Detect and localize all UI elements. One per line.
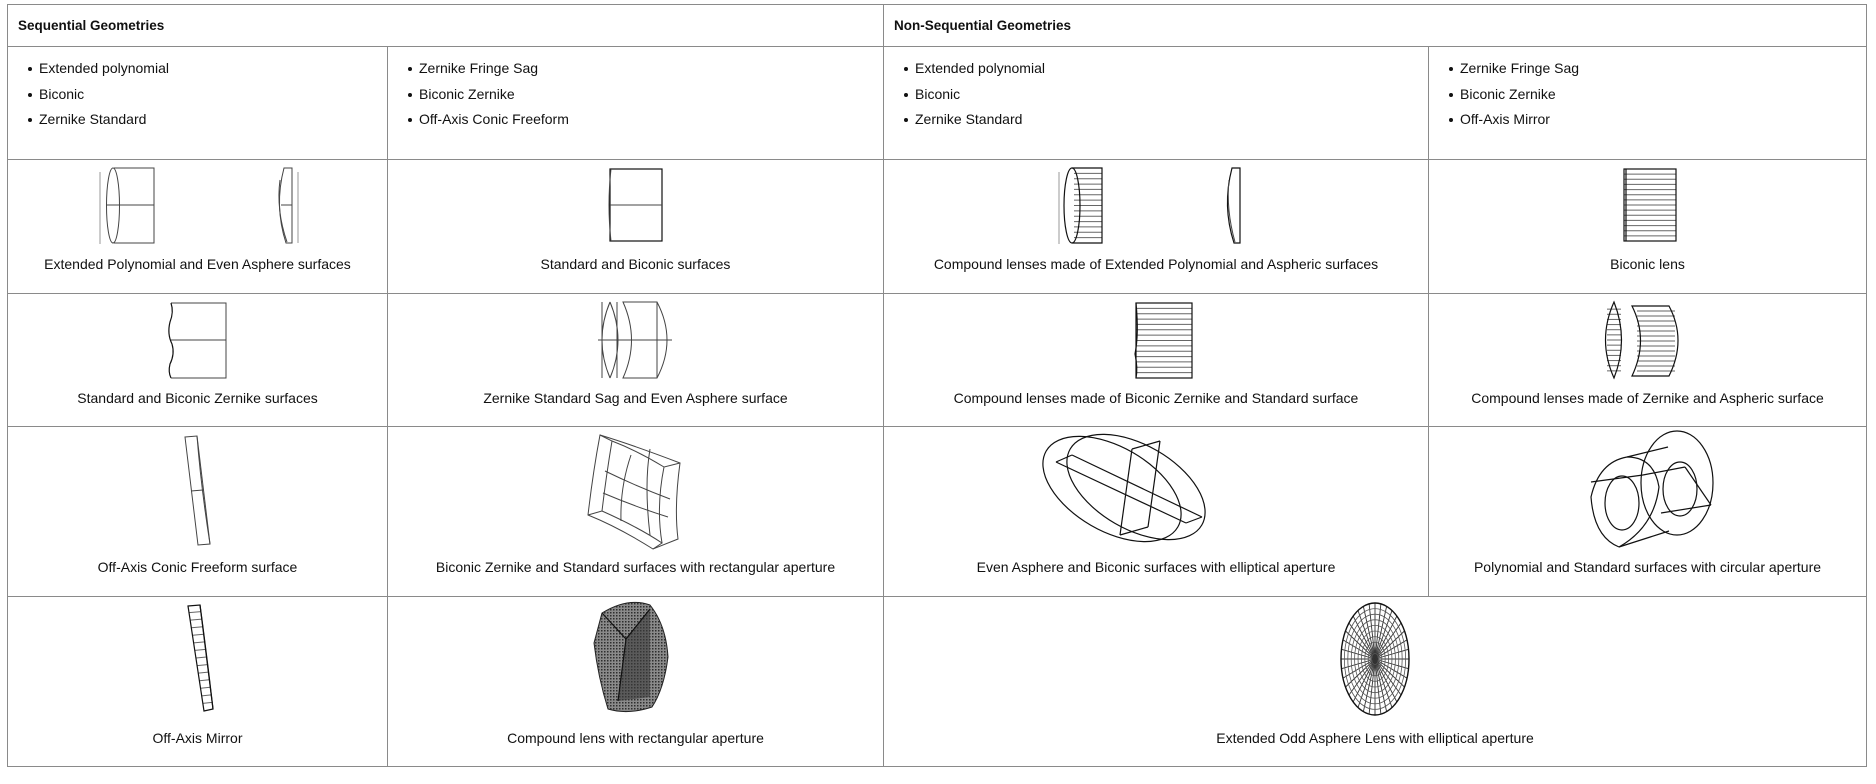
figure-caption: Zernike Standard Sag and Even Asphere su… xyxy=(483,390,788,406)
figure-cell: Off-Axis Mirror xyxy=(7,596,388,767)
mesh-line xyxy=(200,686,211,689)
figure-caption: Standard and Biconic surfaces xyxy=(540,256,731,272)
mesh-ring xyxy=(1367,647,1383,671)
figure-cell: Standard and Biconic surfaces xyxy=(387,159,884,294)
list-item: Biconic xyxy=(28,82,387,108)
mesh-ring xyxy=(1347,613,1403,705)
lens-doublet-wireframe-icon xyxy=(598,301,672,379)
figure-caption: Off-Axis Mirror xyxy=(152,730,243,746)
mesh-ring xyxy=(1371,653,1379,666)
mesh-line xyxy=(194,648,206,651)
mesh-line xyxy=(190,618,202,621)
sequential-header: Sequential Geometries xyxy=(7,4,884,47)
figure-cell: Compound lens with rectangular aperture xyxy=(387,596,884,767)
figure-cell: Even Asphere and Biconic surfaces with e… xyxy=(883,426,1429,597)
list-item: Extended polynomial xyxy=(904,56,1428,82)
elliptical-aperture-wireframe-icon xyxy=(1042,433,1206,543)
list-item: Off-Axis Conic Freeform xyxy=(408,107,883,133)
sequential-list-b-cell: Zernike Fringe Sag Biconic Zernike Off-A… xyxy=(387,46,884,160)
figure-cell: Polynomial and Standard surfaces with ci… xyxy=(1427,426,1868,597)
mesh-line xyxy=(198,671,209,674)
doublet-lens-mesh-icon xyxy=(1605,300,1679,380)
non-sequential-list-b: Zernike Fringe Sag Biconic Zernike Off-A… xyxy=(1429,47,1866,133)
non-sequential-list-a-cell: Extended polynomial Biconic Zernike Stan… xyxy=(883,46,1429,160)
mesh-line xyxy=(197,664,208,667)
rectangular-aperture-wireframe-icon xyxy=(587,434,681,550)
mesh-line xyxy=(193,641,205,644)
figure-caption: Extended Polynomial and Even Asphere sur… xyxy=(44,256,351,272)
mesh-ring xyxy=(1357,630,1393,688)
figure-caption: Biconic Zernike and Standard surfaces wi… xyxy=(435,559,836,575)
list-item: Zernike Fringe Sag xyxy=(1449,56,1866,82)
list-item: Biconic xyxy=(904,82,1428,108)
sequential-list-a-cell: Extended polynomial Biconic Zernike Stan… xyxy=(7,46,388,160)
non-sequential-list-b-cell: Zernike Fringe Sag Biconic Zernike Off-A… xyxy=(1427,46,1868,160)
list-item: Zernike Standard xyxy=(28,107,387,133)
mesh-line xyxy=(201,694,212,697)
figure-cell: Biconic Zernike and Standard surfaces wi… xyxy=(387,426,884,597)
figure-cell: Standard and Biconic Zernike surfaces xyxy=(7,293,388,427)
figure-caption: Extended Odd Asphere Lens with elliptica… xyxy=(1216,730,1534,746)
list-item: Extended polynomial xyxy=(28,56,387,82)
figure-cell: Off-Axis Conic Freeform surface xyxy=(7,426,388,597)
list-item: Zernike Standard xyxy=(904,107,1428,133)
non-sequential-header: Non-Sequential Geometries xyxy=(882,4,1868,47)
figure-cell: Biconic lens xyxy=(1427,159,1868,294)
mesh-ring xyxy=(1360,636,1389,682)
tilted-plate-wireframe-icon xyxy=(184,435,211,546)
radial-mesh-ellipse-icon xyxy=(1340,602,1410,716)
figure-caption: Polynomial and Standard surfaces with ci… xyxy=(1473,559,1822,575)
list-item: Zernike Fringe Sag xyxy=(408,56,883,82)
figure-cell: Extended Polynomial and Even Asphere sur… xyxy=(7,159,388,294)
list-item: Biconic Zernike xyxy=(408,82,883,108)
mesh-ring xyxy=(1340,602,1410,716)
mesh-line xyxy=(195,656,207,659)
mesh-line xyxy=(191,626,203,629)
dense-mesh-lens-icon xyxy=(593,601,669,713)
figure-cell: Compound lenses made of Extended Polynom… xyxy=(883,159,1429,294)
circular-aperture-wireframe-icon xyxy=(1590,430,1714,548)
non-sequential-list-a: Extended polynomial Biconic Zernike Stan… xyxy=(884,47,1428,133)
lens-rect-wireframe-icon xyxy=(608,168,663,242)
mesh-line xyxy=(192,633,204,636)
figure-cell-wide: Extended Odd Asphere Lens with elliptica… xyxy=(882,596,1868,767)
sequential-list-b: Zernike Fringe Sag Biconic Zernike Off-A… xyxy=(388,47,883,133)
mesh-ring xyxy=(1350,619,1400,699)
figure-caption: Compound lenses made of Extended Polynom… xyxy=(933,256,1379,272)
lens-pair-wireframe-icon xyxy=(99,167,299,244)
geometries-table: Sequential Geometries Non-Sequential Geo… xyxy=(7,4,1868,767)
lens-zernike-wireframe-icon xyxy=(168,302,227,379)
figure-cell: Compound lenses made of Biconic Zernike … xyxy=(883,293,1429,427)
figure-caption: Even Asphere and Biconic surfaces with e… xyxy=(976,559,1336,575)
biconic-lens-mesh-icon xyxy=(1623,168,1677,242)
figure-caption: Off-Axis Conic Freeform surface xyxy=(97,559,298,575)
list-item: Biconic Zernike xyxy=(1449,82,1866,108)
zernike-lens-mesh-icon xyxy=(1134,302,1193,379)
off-axis-mirror-wireframe-icon xyxy=(187,604,214,712)
figure-cell: Compound lenses made of Zernike and Asph… xyxy=(1427,293,1868,427)
compound-lens-mesh-icon xyxy=(1058,167,1241,244)
mesh-line xyxy=(189,611,201,614)
figure-caption: Standard and Biconic Zernike surfaces xyxy=(77,390,318,406)
mesh-line xyxy=(199,679,210,682)
sequential-list-a: Extended polynomial Biconic Zernike Stan… xyxy=(8,47,387,133)
figure-caption: Compound lens with rectangular aperture xyxy=(507,730,764,746)
figure-cell: Zernike Standard Sag and Even Asphere su… xyxy=(387,293,884,427)
list-item: Off-Axis Mirror xyxy=(1449,107,1866,133)
figure-caption: Compound lenses made of Zernike and Asph… xyxy=(1471,390,1824,406)
figure-caption: Compound lenses made of Biconic Zernike … xyxy=(953,390,1359,406)
mesh-line xyxy=(202,701,213,704)
mesh-ring xyxy=(1343,608,1406,710)
figure-caption: Biconic lens xyxy=(1610,256,1685,272)
mesh-ring xyxy=(1354,625,1396,693)
mesh-ring xyxy=(1364,641,1386,677)
